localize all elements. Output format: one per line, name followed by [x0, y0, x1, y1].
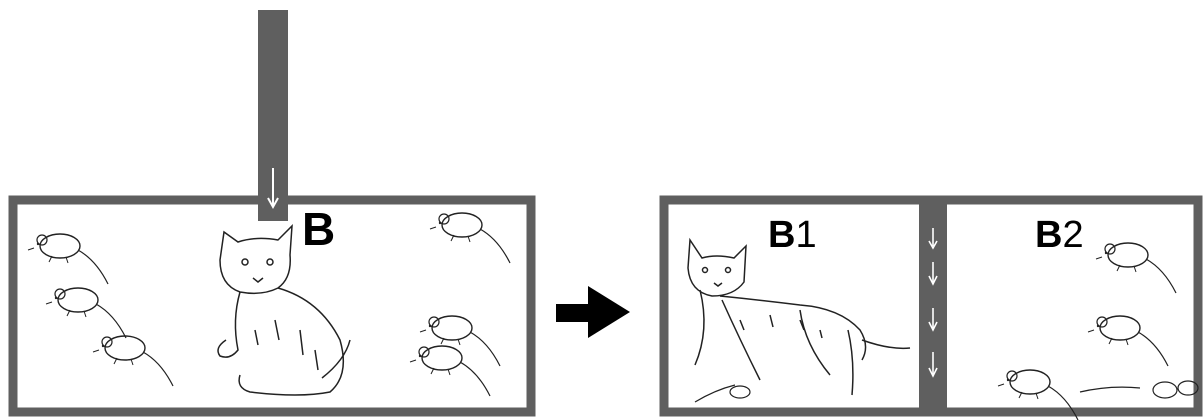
transition-arrow: [556, 286, 630, 338]
label-b1: B1: [768, 216, 817, 254]
left-box-frame: [8, 195, 536, 417]
left-container: [8, 10, 536, 417]
mouse-sketch-b2-bottom: [1079, 380, 1199, 399]
sitting-cat-sketch: [217, 224, 351, 396]
divider-arrows: [928, 228, 938, 378]
walking-cat-sketch: [687, 237, 911, 396]
chute-arrow-head: [267, 197, 279, 210]
right-container: [659, 195, 1203, 420]
label-b1-letter: B: [768, 214, 796, 256]
label-b2: B2: [1035, 216, 1084, 254]
label-b2-letter: B: [1035, 214, 1063, 256]
label-b: B: [302, 203, 336, 255]
mouse-sketch-b1: [694, 384, 751, 403]
label-b2-number: 2: [1062, 214, 1084, 256]
label-b1-number: 1: [795, 214, 817, 256]
